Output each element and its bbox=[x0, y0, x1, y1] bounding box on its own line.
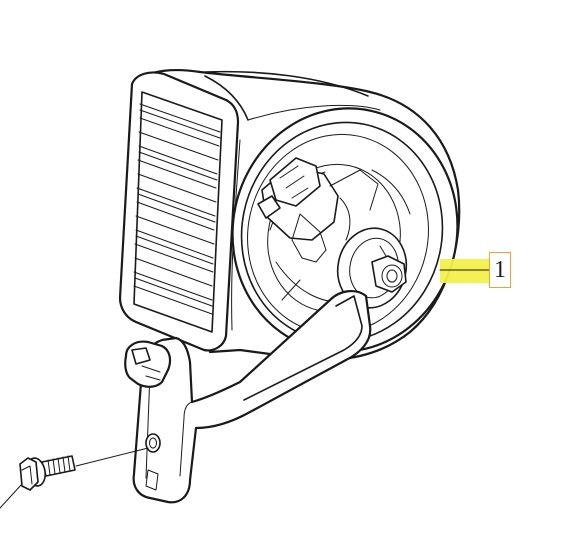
horn-grille bbox=[118, 71, 240, 352]
leader-highlight bbox=[440, 259, 490, 283]
callout-label-1: 1 bbox=[489, 252, 511, 288]
mounting-nut bbox=[371, 245, 407, 293]
callout-leader-1 bbox=[439, 259, 490, 283]
bracket-clip bbox=[124, 340, 172, 388]
mounting-bolt bbox=[0, 447, 149, 509]
mounting-bracket bbox=[132, 290, 372, 504]
electrical-connector bbox=[257, 157, 379, 263]
